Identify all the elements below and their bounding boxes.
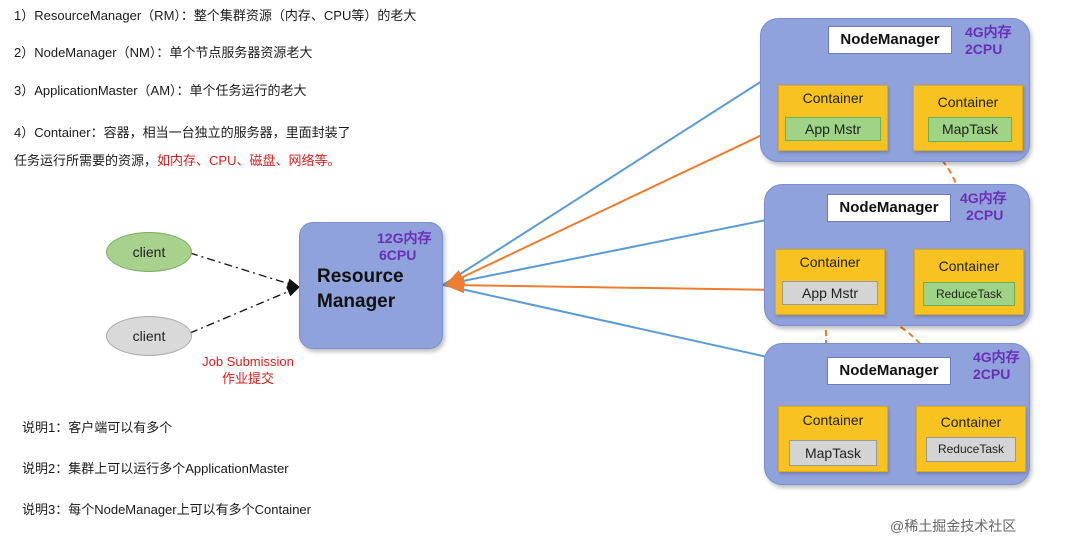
app-master-task: App Mstr [782, 281, 878, 305]
app-master-task: App Mstr [785, 117, 881, 141]
map-task: MapTask [789, 440, 877, 466]
nm2-container-1: Container App Mstr [775, 249, 885, 315]
rm-title-line1: Resource [317, 266, 404, 287]
client1-to-rm-arrow [189, 252, 301, 289]
node-manager-label: NodeManager [827, 194, 951, 222]
node-manager-3: NodeManager 4G内存 2CPU Container MapTask … [764, 343, 1030, 485]
container-title: Container [799, 254, 861, 270]
nm1-cpu: 2CPU [965, 41, 1003, 57]
reduce-task: ReduceTask [923, 282, 1015, 306]
rm-memory: 12G内存 [377, 230, 432, 246]
nm3-memory: 4G内存 [973, 349, 1020, 365]
container-title: Container [937, 94, 999, 110]
nm3-resources: 4G内存 2CPU [973, 349, 1020, 383]
watermark-text: @稀土掘金技术社区 [890, 518, 1017, 534]
map-task: MapTask [928, 117, 1012, 142]
note-applicationmaster: 3）ApplicationMaster（AM）：单个任务运行的老大 [14, 83, 307, 98]
container-title: Container [802, 90, 864, 106]
nm3-container-1: Container MapTask [778, 406, 888, 472]
note-container-cont: 任务运行所需要的资源，如内存、CPU、磁盘、网络等。 [14, 150, 340, 169]
container-title: Container [940, 414, 1002, 430]
nm2-container-2: Container ReduceTask [914, 249, 1024, 315]
rm-resources: 12G内存 6CPU [377, 230, 431, 264]
job-submission-label: Job Submission 作业提交 [190, 353, 306, 387]
container-title: Container [802, 412, 864, 428]
client-node: client [106, 316, 192, 356]
node-manager-label: NodeManager [827, 357, 951, 385]
rm-title: Resource Manager [317, 264, 404, 314]
note-resourcemanager: 1）ResourceManager（RM）：整个集群资源（内存、CPU等）的老大 [14, 8, 417, 23]
nm2-resources: 4G内存 2CPU [960, 190, 1007, 224]
rm-title-line2: Manager [317, 291, 396, 312]
rm-to-appmstr2-arrow [444, 277, 785, 298]
nm2-cpu: 2CPU [966, 207, 1004, 223]
nm3-cpu: 2CPU [973, 366, 1011, 382]
nm1-container-1: Container App Mstr [778, 85, 888, 151]
nm3-container-2: Container ReduceTask [916, 406, 1026, 472]
resource-manager-node: 12G内存 6CPU Resource Manager [299, 222, 443, 349]
node-manager-2: NodeManager 4G内存 2CPU Container App Mstr… [764, 184, 1030, 326]
note-container-prefix: 任务运行所需要的资源， [14, 153, 158, 168]
nm1-container-2: Container MapTask [913, 85, 1023, 151]
footnote-clients: 说明1：客户端可以有多个 [22, 420, 173, 435]
container-title: Container [938, 258, 1000, 274]
rm-to-nm3-arrow [442, 284, 828, 374]
reduce-task: ReduceTask [926, 437, 1016, 462]
node-manager-1: NodeManager 4G内存 2CPU Container App Mstr… [760, 18, 1030, 162]
node-manager-label: NodeManager [828, 26, 952, 54]
job-submission-en: Job Submission [202, 354, 294, 369]
footnote-applicationmaster: 说明2：集群上可以运行多个ApplicationMaster [22, 461, 289, 476]
nm1-memory: 4G内存 [965, 24, 1012, 40]
nm2-memory: 4G内存 [960, 190, 1007, 206]
footnote-container: 说明3：每个NodeManager上可以有多个Container [22, 502, 311, 517]
client-node: client [106, 232, 192, 272]
client2-to-rm-arrow [189, 286, 301, 334]
job-submission-zh: 作业提交 [221, 371, 274, 386]
note-nodemanager: 2）NodeManager（NM）：单个节点服务器资源老大 [14, 45, 313, 60]
rm-cpu: 6CPU [379, 247, 417, 263]
note-container: 4）Container：容器，相当一台独立的服务器，里面封装了 [14, 125, 351, 140]
rm-to-appmstr1-arrow [444, 124, 785, 286]
note-container-resources: 如内存、CPU、磁盘、网络等。 [157, 153, 341, 168]
nm1-resources: 4G内存 2CPU [965, 24, 1012, 58]
